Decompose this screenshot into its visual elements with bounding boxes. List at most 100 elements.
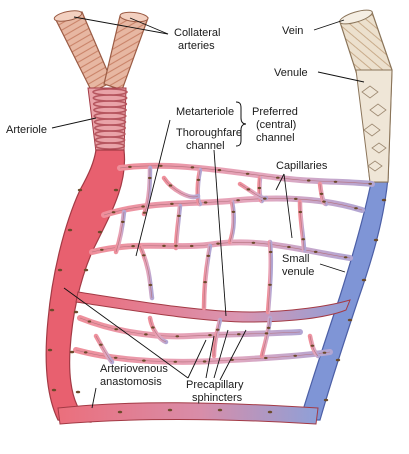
capillary-outline [139, 245, 153, 299]
endothelial-nucleus [306, 179, 311, 182]
endothelial-nucleus [263, 197, 267, 200]
preferred-channel-bracket [235, 101, 247, 147]
capillary-outline [229, 201, 234, 243]
endothelial-nucleus [268, 283, 272, 286]
endothelial-nucleus [77, 188, 83, 192]
endothelial-nucleus [245, 172, 250, 175]
capillary-outline [149, 317, 167, 343]
endothelial-nucleus [343, 256, 348, 259]
endothelial-nucleus [117, 410, 123, 414]
endothelial-nucleus [167, 408, 173, 412]
endothelial-nucleus [99, 343, 103, 346]
collateral-arteries-label: Collateral arteries [174, 27, 224, 52]
leader-lines [51, 16, 365, 409]
endothelial-nucleus [83, 351, 88, 354]
endothelial-nucleus [128, 165, 132, 168]
endothelial-nucleus [111, 211, 116, 214]
endothelial-nucleus [51, 388, 57, 392]
endothelial-nucleus [148, 283, 153, 287]
endothelial-nucleus [266, 326, 271, 329]
endothelial-nuclei [47, 164, 387, 414]
endothelial-nucleus [170, 202, 174, 205]
arteriole-label: Arteriole [6, 124, 47, 136]
collateral-arteries [53, 10, 149, 93]
endothelial-nucleus [354, 207, 358, 210]
endothelial-nucleus [335, 358, 341, 362]
endothelial-nucleus [175, 335, 180, 338]
capillary-segment [147, 315, 169, 345]
endothelial-nucleus [368, 182, 373, 185]
endothelial-nucleus [246, 188, 251, 191]
endothelial-nucleus [57, 268, 63, 272]
capillary-outline [309, 335, 319, 357]
endothelial-nucleus [113, 188, 119, 192]
endothelial-nucleus [97, 230, 103, 234]
endothelial-nucleus [287, 245, 291, 249]
venule-label: Venule [274, 67, 308, 79]
endothelial-nucleus [319, 192, 324, 195]
endothelial-nucleus [121, 220, 125, 223]
endothelial-nucleus [162, 244, 166, 247]
endothelial-nucleus [142, 254, 146, 257]
preferred-channel-label: Preferred (central) channel [252, 106, 301, 144]
endothelial-nucleus [236, 199, 240, 202]
capillary-outline [319, 183, 327, 205]
metarteriole-vessel [75, 291, 351, 323]
capillary-outline [163, 177, 199, 198]
endothelial-nucleus [347, 318, 353, 322]
small-venule-label: Small venule [282, 253, 314, 278]
endothelial-nucleus [100, 248, 104, 251]
arteriole-ring [94, 142, 126, 150]
endothelial-nucleus [294, 197, 298, 200]
endothelial-nucleus [322, 200, 326, 203]
endothelial-nucleus [83, 268, 89, 272]
endothelial-nucleus [148, 176, 152, 180]
capillary-outline [267, 241, 272, 313]
endothelial-nucleus [69, 350, 75, 354]
endothelial-nucleus [217, 408, 223, 412]
capillary-outline [261, 317, 271, 357]
endothelial-nucleus [203, 281, 207, 284]
endothelial-nucleus [141, 205, 145, 208]
endothelial-nucleus [114, 328, 118, 331]
endothelial-nucleus [373, 238, 379, 242]
endothelial-nucleus [73, 310, 79, 314]
endothelial-nucleus [49, 308, 55, 312]
endothelial-nucleus [215, 328, 220, 331]
endothelial-nucleus [131, 245, 135, 248]
endothelial-nucleus [310, 344, 315, 347]
endothelial-nucleus [268, 250, 273, 254]
endothelial-nucleus [333, 180, 338, 183]
endothelial-nucleus [67, 228, 73, 232]
endothelial-nucleus [190, 166, 195, 169]
endothelial-nucleus [159, 164, 163, 167]
arteriovenous-anastomosis-label: Arteriovenous anastomosis [100, 363, 171, 388]
endothelial-nucleus [208, 334, 212, 337]
endothelial-nucleus [231, 210, 236, 213]
endothelial-nucleus [203, 201, 208, 204]
endothelial-nucleus [196, 178, 201, 181]
capillaries-label: Capillaries [276, 160, 328, 172]
endothelial-nucleus [293, 354, 298, 357]
venous-trunk [299, 177, 389, 421]
endothelial-nucleus [361, 278, 367, 282]
endothelial-nucleus [217, 169, 222, 172]
vein-venule [339, 9, 393, 183]
metarteriole-label: Metarteriole [176, 106, 234, 118]
capillary-outline [95, 335, 113, 363]
arteriole [87, 87, 128, 153]
endothelial-nucleus [87, 320, 92, 323]
endothelial-nucleus [189, 244, 194, 248]
endothelial-nucleus [177, 214, 181, 217]
endothelial-nucleus [47, 348, 53, 352]
endothelial-nucleus [113, 356, 118, 359]
endothelial-nucleus [264, 356, 268, 360]
capillary-outline [115, 211, 125, 253]
endothelial-nucleus [313, 250, 318, 253]
capillary-outline [203, 245, 211, 309]
endothelial-nucleus [257, 186, 262, 190]
thoroughfare-channel-label: Thoroughfare channel [176, 127, 245, 152]
endothelial-nucleus [168, 184, 173, 187]
